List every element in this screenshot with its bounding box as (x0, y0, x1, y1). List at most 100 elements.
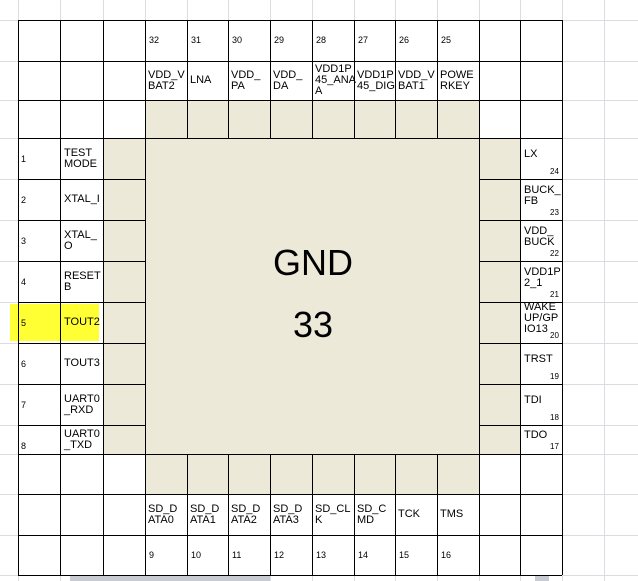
bottom-pad (438, 455, 479, 494)
right-pad (480, 262, 520, 302)
pin-name: TOUT3 (64, 357, 100, 369)
border-center-left (145, 138, 146, 454)
border-bottom-col (395, 454, 396, 575)
right-pad (480, 303, 520, 343)
border-top-col (437, 20, 438, 138)
pin-name: LX (524, 148, 538, 160)
top-pad (271, 101, 312, 138)
bottom-pad (355, 455, 395, 494)
border-row (18, 100, 562, 101)
center-pin-number: 33 (292, 304, 334, 345)
pin-name: VDD_V BAT1 (398, 68, 435, 92)
pin-name: LNA (190, 74, 212, 86)
border-bottom-pad (395, 454, 396, 494)
border-bottom-pad (354, 454, 355, 494)
bottom-pad (229, 455, 270, 494)
border-top-pad (228, 100, 229, 138)
left-pad (104, 262, 145, 302)
border-top-pad (437, 100, 438, 138)
bottom-pad (396, 455, 437, 494)
pin-number: 27 (358, 35, 369, 45)
left-pad (104, 303, 145, 343)
pin-number: 29 (274, 35, 285, 45)
pin-name: VDD1P 2_1 (524, 265, 561, 289)
pin-number: 3 (21, 236, 27, 246)
border-bottom-col (479, 454, 480, 575)
border-left-pad (103, 220, 104, 261)
pin-number: 17 (550, 442, 559, 451)
pin-number: 12 (274, 550, 285, 560)
border-row (18, 575, 562, 576)
pin-number: 7 (21, 400, 27, 410)
scrollbar-right-stub[interactable] (535, 576, 549, 581)
border-bottom-col (437, 454, 438, 575)
border-row (18, 535, 562, 536)
border-bottom-pad (187, 454, 188, 494)
bottom-pad (313, 455, 354, 494)
border-top-pad (187, 100, 188, 138)
pin-name: SD_D ATA0 (148, 502, 178, 526)
pin-number: 25 (441, 35, 452, 45)
pin-number: 10 (191, 550, 202, 560)
border-top-pad (270, 100, 271, 138)
pin-number: 23 (550, 208, 559, 217)
pin-number: 15 (399, 550, 410, 560)
pin-name: VDD1P 45_DIG (357, 68, 395, 92)
pin-name: WAKE UP/GP IO13 (524, 301, 559, 335)
pin-number: 5 (21, 318, 27, 328)
border-left-pad (103, 179, 104, 220)
border-bottom-col (187, 454, 188, 575)
top-pad (146, 101, 187, 138)
pin-name: TCK (398, 508, 420, 520)
pin-name: TDI (524, 394, 542, 406)
pin-name: XTAL_ O (64, 228, 97, 252)
left-pad (104, 221, 145, 261)
border-top-pad (312, 100, 313, 138)
pin-number: 13 (316, 550, 327, 560)
pin-name: SD_D ATA3 (273, 502, 303, 526)
pin-name: RESET B (64, 269, 101, 293)
border-top-pad (145, 100, 146, 138)
border-top-col (103, 20, 104, 138)
pin-number: 18 (550, 413, 559, 422)
pin-name: BUCK_ FB (524, 183, 561, 207)
border-center-right (479, 138, 480, 454)
border-left-pad (103, 425, 104, 454)
pin-number: 16 (441, 550, 452, 560)
border-bottom-col (103, 454, 104, 575)
pin-name: VDD_ PA (231, 68, 261, 92)
top-pad (313, 101, 354, 138)
pin-number: 8 (21, 441, 27, 451)
scrollbar-bottom[interactable] (70, 576, 270, 581)
pin-name: TRST (524, 353, 553, 365)
left-pad (104, 385, 145, 425)
border-bottom-pad (312, 454, 313, 494)
gridline-v (604, 0, 605, 581)
pin-name: VDD1P 45_ANA A (315, 63, 356, 97)
pin-number: 21 (550, 290, 559, 299)
pin-name: UART0 _RXD (64, 392, 100, 416)
border-right-inner (520, 20, 521, 575)
pin-number: 24 (550, 167, 559, 176)
border-center-top (145, 138, 479, 139)
pin-number: 30 (232, 35, 243, 45)
border-bottom-pad (479, 454, 480, 494)
pin-name: UART0 _TXD (64, 427, 100, 451)
right-pad (480, 426, 520, 454)
border-left-outer (18, 20, 19, 575)
right-pad (480, 221, 520, 261)
right-pad (480, 344, 520, 384)
bottom-pad (188, 455, 228, 494)
border-bottom-pad (270, 454, 271, 494)
right-pad (480, 139, 520, 179)
border-left-pad (103, 138, 104, 179)
left-pad (104, 180, 145, 220)
border-bottom-col (354, 454, 355, 575)
top-pad (396, 101, 437, 138)
border-bottom-col (228, 454, 229, 575)
border-left-pad (103, 384, 104, 425)
pin-name: TOUT2 (64, 316, 100, 328)
pin-number: 2 (21, 195, 27, 205)
bottom-pad (271, 455, 312, 494)
